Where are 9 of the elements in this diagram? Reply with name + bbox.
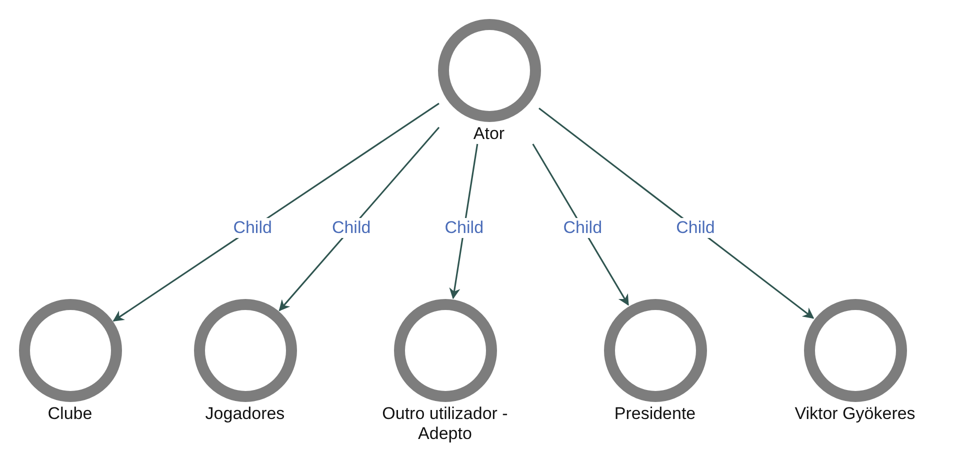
- node-label: Clube: [48, 404, 92, 424]
- node-label: Outro utilizador - Adepto: [381, 404, 509, 444]
- edge-label: Child: [330, 218, 373, 238]
- edge-label: Child: [231, 218, 274, 238]
- node-label: Viktor Gyökeres: [794, 404, 916, 424]
- edge-label: Child: [674, 218, 717, 238]
- node-label: Ator: [473, 124, 505, 144]
- node-label: Jogadores: [205, 404, 285, 424]
- node-label: Presidente: [614, 404, 696, 424]
